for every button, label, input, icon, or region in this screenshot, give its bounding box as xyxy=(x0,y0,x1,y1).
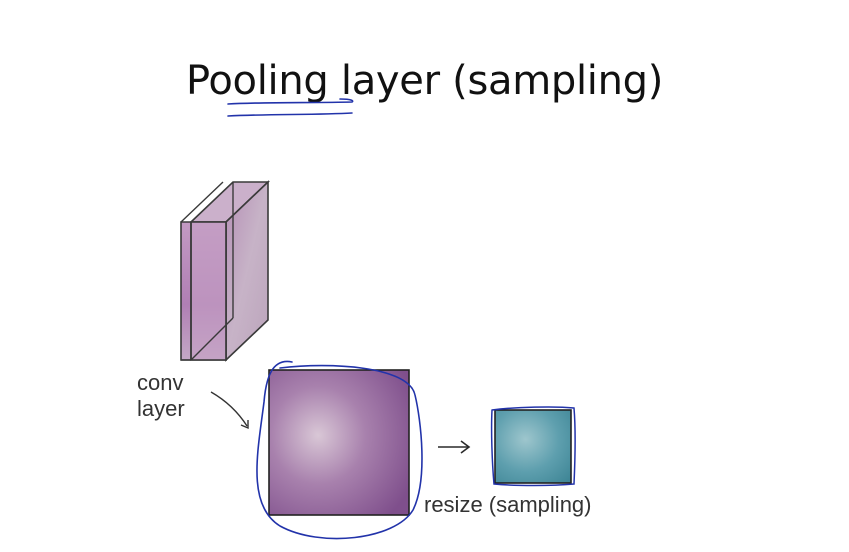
resize-sampling-label: resize (sampling) xyxy=(424,492,592,517)
activation-map-pen-circle xyxy=(256,360,423,540)
pooled-output-pen-box xyxy=(490,406,576,487)
conv-layer-label-line1: conv xyxy=(137,370,184,395)
pooled-output xyxy=(494,409,572,484)
activation-map xyxy=(268,369,410,516)
conv-layer-label: conv layer xyxy=(137,370,185,422)
conv-layer-block xyxy=(180,180,270,362)
slide-title-text: Pooling layer (sampling) xyxy=(185,58,664,104)
activation-map-square xyxy=(268,369,410,516)
conv-block-slice xyxy=(190,221,227,361)
title-underline-annotation xyxy=(227,98,354,117)
conv-to-pool-arrow xyxy=(210,391,249,430)
downsample-arrow xyxy=(438,440,471,454)
slide-title: Pooling layer (sampling) xyxy=(0,58,849,104)
pooled-output-square xyxy=(494,409,572,484)
conv-layer-label-line2: layer xyxy=(137,396,185,421)
